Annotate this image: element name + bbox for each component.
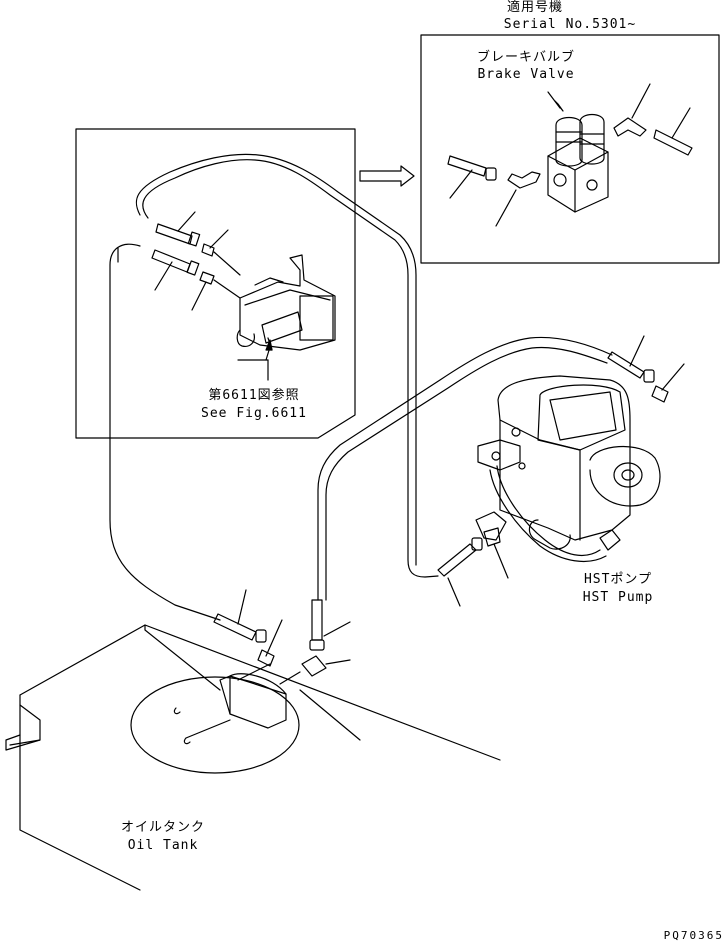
reference-label-jp: 第6611図参照 [208,388,300,403]
hst-pump-label-jp: HSTポンプ [583,572,653,587]
reference-label-en: See Fig.6611 [201,406,307,421]
hose-lines [109,153,613,621]
oil-tank-label-en: Oil Tank [127,838,199,853]
transfer-arrow [359,165,415,187]
oil-tank-label-jp: オイルタンク [120,820,205,835]
brake-valve-label-jp: ブレーキバルブ [476,50,575,65]
reference-frame [75,128,356,439]
serial-detail-frame [420,34,720,264]
serial-label-jp: 適用号機 [506,0,563,15]
serial-label-en: Serial No.5301~ [503,17,637,32]
hst-pump-label-en: HST Pump [582,590,654,605]
brake-valve-label-en: Brake Valve [477,67,575,82]
oil-tank [5,589,501,891]
figure-code: PQ70365 [663,929,724,942]
ref-fittings [151,211,336,381]
brake-valve-detail [447,83,693,227]
hst-pump [437,335,685,607]
